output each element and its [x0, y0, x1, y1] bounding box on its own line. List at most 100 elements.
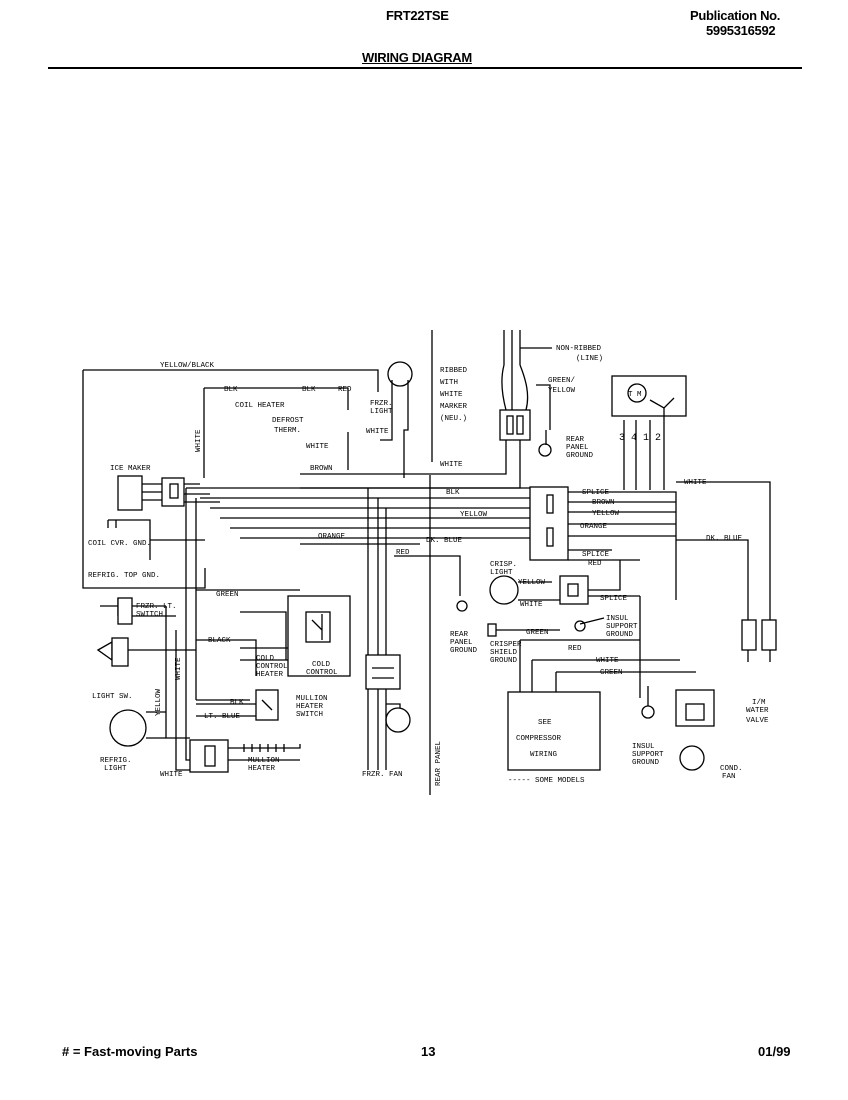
- label-insul-support-ground-b2: SUPPORT: [632, 751, 664, 759]
- label-crisp-light-1: CRISP.: [490, 561, 517, 569]
- label-crisper-shield-2: SHIELD: [490, 649, 518, 657]
- label-white-vert: WHITE: [175, 657, 183, 680]
- label-see-compressor-2: COMPRESSOR: [516, 735, 562, 743]
- label-green-yellow: GREEN/: [548, 377, 576, 385]
- label-crisper-shield-1: CRISPER: [490, 641, 522, 649]
- label-refrig-top-gnd: REFRIG. TOP GND.: [88, 572, 160, 580]
- label-dk-blue-mid: DK. BLUE: [426, 537, 463, 545]
- label-insul-support-ground-1: INSUL: [606, 615, 629, 623]
- label-orange-r: ORANGE: [580, 523, 608, 531]
- label-timer-tm: T M: [628, 391, 642, 399]
- label-therm: THERM.: [274, 427, 301, 435]
- page-number: 13: [421, 1044, 436, 1059]
- label-white-right: WHITE: [684, 479, 707, 487]
- label-white-b: WHITE: [306, 443, 329, 451]
- label-red-mid: RED: [396, 549, 410, 557]
- label-red-comp: RED: [568, 645, 582, 653]
- label-ice-maker: ICE MAKER: [110, 465, 151, 473]
- label-im-water-valve-3: VALVE: [746, 717, 769, 725]
- label-crisper-shield-3: GROUND: [490, 657, 518, 665]
- label-splice-1: SPLICE: [582, 489, 610, 497]
- label-mullion-heater-switch-1: MULLION: [296, 695, 328, 703]
- label-white-left: WHITE: [195, 429, 203, 452]
- label-white-mid: WHITE: [440, 461, 463, 469]
- publication-label: Publication No.: [690, 8, 781, 23]
- label-coil-cvr-gnd: COIL CVR. GND.: [88, 540, 151, 548]
- fast-moving-parts-legend: # = Fast-moving Parts: [62, 1044, 198, 1059]
- label-brown-r: BROWN: [592, 499, 615, 507]
- label-crisp-light-2: LIGHT: [490, 569, 513, 577]
- label-yellow-crisp: YELLOW: [518, 579, 546, 587]
- label-rear-panel-ground-1: REAR: [566, 436, 585, 444]
- label-splice-3: SPLICE: [600, 595, 628, 603]
- label-defrost: DEFROST: [272, 417, 304, 425]
- label-rear-panel-ground-b1: REAR: [450, 631, 469, 639]
- label-rear-panel-ground-b3: GROUND: [450, 647, 478, 655]
- page-title: WIRING DIAGRAM: [362, 50, 472, 65]
- label-brown: BROWN: [310, 465, 333, 473]
- wire-lines: [82, 330, 777, 795]
- label-refrig-light-2: LIGHT: [104, 765, 127, 773]
- label-mullion-heater-2: HEATER: [248, 765, 276, 773]
- label-rear-panel-ground-2: PANEL: [566, 444, 589, 452]
- label-rear-panel-ground-3: GROUND: [566, 452, 594, 460]
- label-frzr-light: FRZR.: [370, 400, 393, 408]
- label-im-water-valve-2: WATER: [746, 707, 769, 715]
- label-splice-2: SPLICE: [582, 551, 610, 559]
- label-see-compressor-3: WIRING: [530, 751, 558, 759]
- label-cond-fan-2: FAN: [722, 773, 736, 781]
- label-cold-ctrl-heater-2: CONTROL: [256, 663, 288, 671]
- label-black-mid: BLACK: [208, 637, 231, 645]
- label-green-yellow-2: YELLOW: [548, 387, 576, 395]
- label-green-crisper: GREEN: [526, 629, 549, 637]
- label-terminal-numbers: 3 4 1 2: [619, 433, 661, 444]
- label-light-sw: LIGHT SW.: [92, 693, 133, 701]
- label-ribbed-2: WITH: [440, 379, 458, 387]
- label-ribbed-4: MARKER: [440, 403, 468, 411]
- label-yellow-vert: YELLOW: [155, 688, 163, 716]
- label-rear-panel-ground-b2: PANEL: [450, 639, 473, 647]
- label-rear-panel-vert: REAR PANEL: [435, 740, 443, 786]
- label-white-crisp: WHITE: [520, 601, 543, 609]
- model-number: FRT22TSE: [386, 8, 449, 23]
- label-im-water-valve-1: I/M: [752, 699, 766, 707]
- revision-date: 01/99: [758, 1044, 791, 1059]
- label-green-comp: GREEN: [600, 669, 623, 677]
- label-non-ribbed-line: (LINE): [576, 355, 603, 363]
- label-coil-heater: COIL HEATER: [235, 402, 285, 410]
- label-yellow-black: YELLOW/BLACK: [160, 362, 215, 370]
- label-red-r: RED: [588, 560, 602, 568]
- wire-labels: YELLOW/BLACK BLK BLK RED FRZR. LIGHT COI…: [88, 345, 769, 786]
- label-cond-fan-1: COND.: [720, 765, 743, 773]
- label-frzr-fan: FRZR. FAN: [362, 771, 403, 779]
- label-insul-support-ground-b1: INSUL: [632, 743, 655, 751]
- label-blk-2: BLK: [302, 386, 316, 394]
- label-refrig-light-1: REFRIG.: [100, 757, 132, 765]
- label-cold-control-2: CONTROL: [306, 669, 338, 677]
- label-orange-mid: ORANGE: [318, 533, 346, 541]
- label-blk-1: BLK: [224, 386, 238, 394]
- header-rule: [48, 67, 802, 69]
- label-cold-control-1: COLD: [312, 661, 331, 669]
- label-yellow-r: YELLOW: [592, 510, 620, 518]
- label-insul-support-ground-2: SUPPORT: [606, 623, 638, 631]
- label-frzr-light-2: LIGHT: [370, 408, 393, 416]
- label-insul-support-ground-b3: GROUND: [632, 759, 660, 767]
- label-blk-mull: BLK: [230, 699, 244, 707]
- label-insul-support-ground-3: GROUND: [606, 631, 634, 639]
- label-mullion-heater-switch-2: HEATER: [296, 703, 324, 711]
- label-yellow-mid: YELLOW: [460, 511, 488, 519]
- label-some-models: ----- SOME MODELS: [508, 777, 585, 785]
- label-cold-ctrl-heater-1: COLD: [256, 655, 275, 663]
- label-mullion-heater-1: MULLION: [248, 757, 280, 765]
- label-see-compressor-1: SEE: [538, 719, 552, 727]
- label-non-ribbed: NON-RIBBED: [556, 345, 602, 353]
- label-frzr-lt-switch-2: SWITCH: [136, 611, 163, 619]
- label-ribbed-3: WHITE: [440, 391, 463, 399]
- label-white-bottom: WHITE: [160, 771, 183, 779]
- label-dk-blue-right: DK. BLUE: [706, 535, 743, 543]
- label-green-left: GREEN: [216, 591, 239, 599]
- label-cold-ctrl-heater-3: HEATER: [256, 671, 284, 679]
